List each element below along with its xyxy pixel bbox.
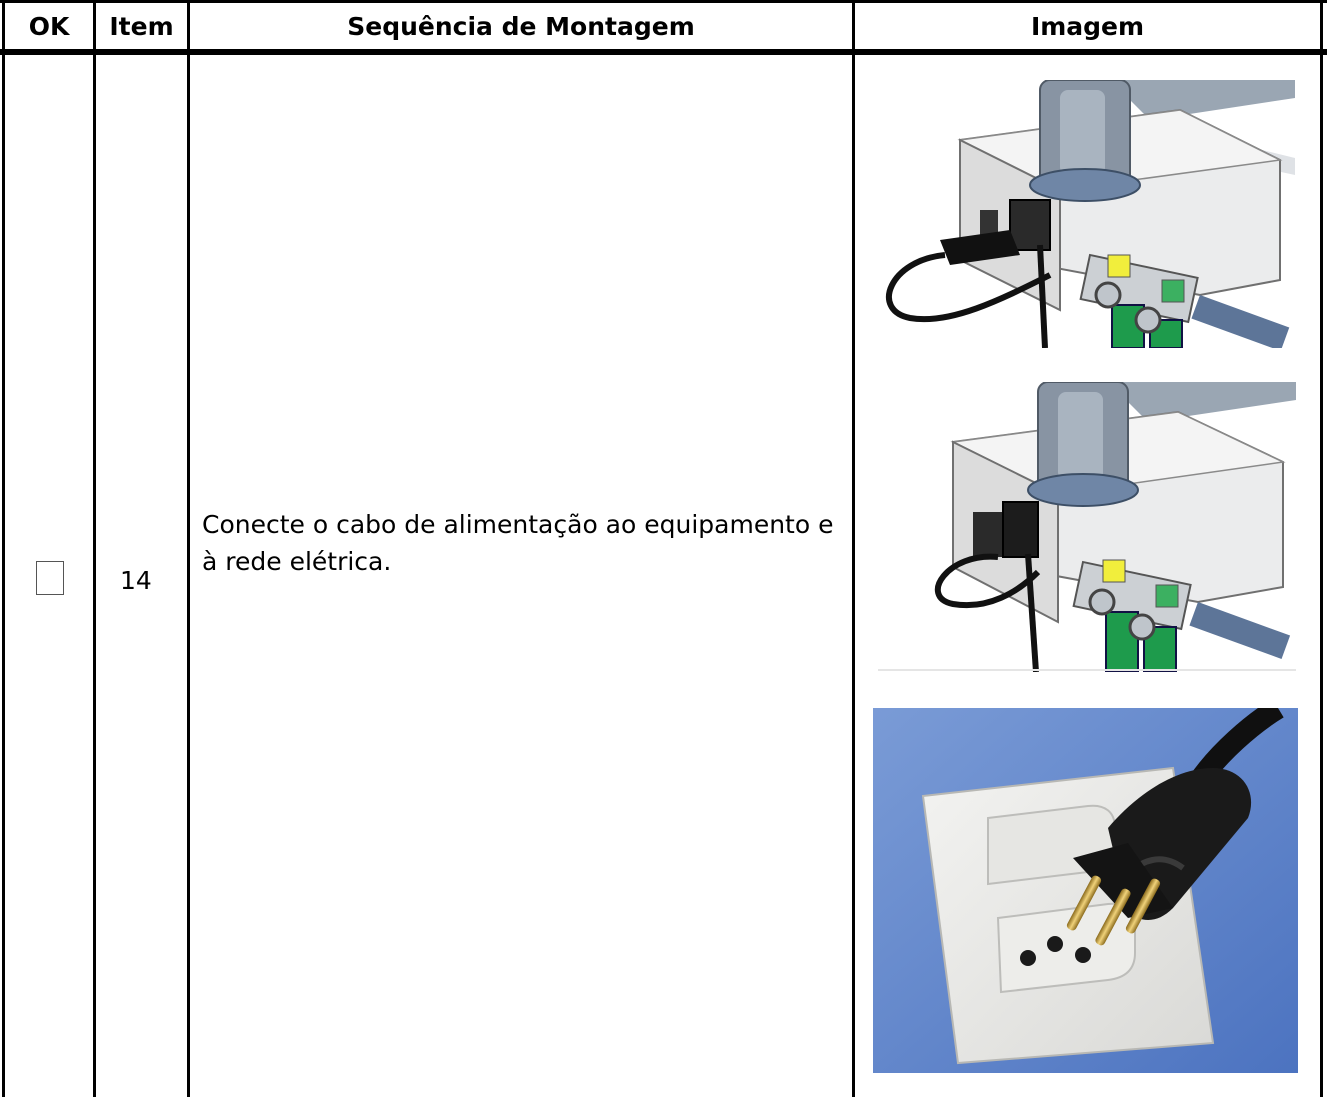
header-bottom-border <box>0 49 1327 55</box>
ok-checkbox[interactable] <box>36 561 64 595</box>
col-divider-sequence-image <box>852 0 855 1097</box>
table-left-border <box>2 0 5 1097</box>
col-divider-item-sequence <box>187 0 190 1097</box>
equipment-power-cable-image-1 <box>880 80 1295 348</box>
col-divider-ok-item <box>93 0 96 1097</box>
equipment-power-cable-image-2 <box>878 382 1296 672</box>
header-ok: OK <box>28 11 70 41</box>
table-right-border <box>1320 0 1323 1097</box>
table-top-border <box>0 0 1327 3</box>
header-sequence: Sequência de Montagem <box>347 11 695 41</box>
item-number: 14 <box>120 566 152 595</box>
header-item: Item <box>109 11 174 41</box>
wall-socket-plug-photo <box>873 708 1298 1073</box>
header-image: Imagem <box>1030 11 1145 41</box>
instruction-text: Conecte o cabo de alimentação ao equipam… <box>202 510 834 576</box>
